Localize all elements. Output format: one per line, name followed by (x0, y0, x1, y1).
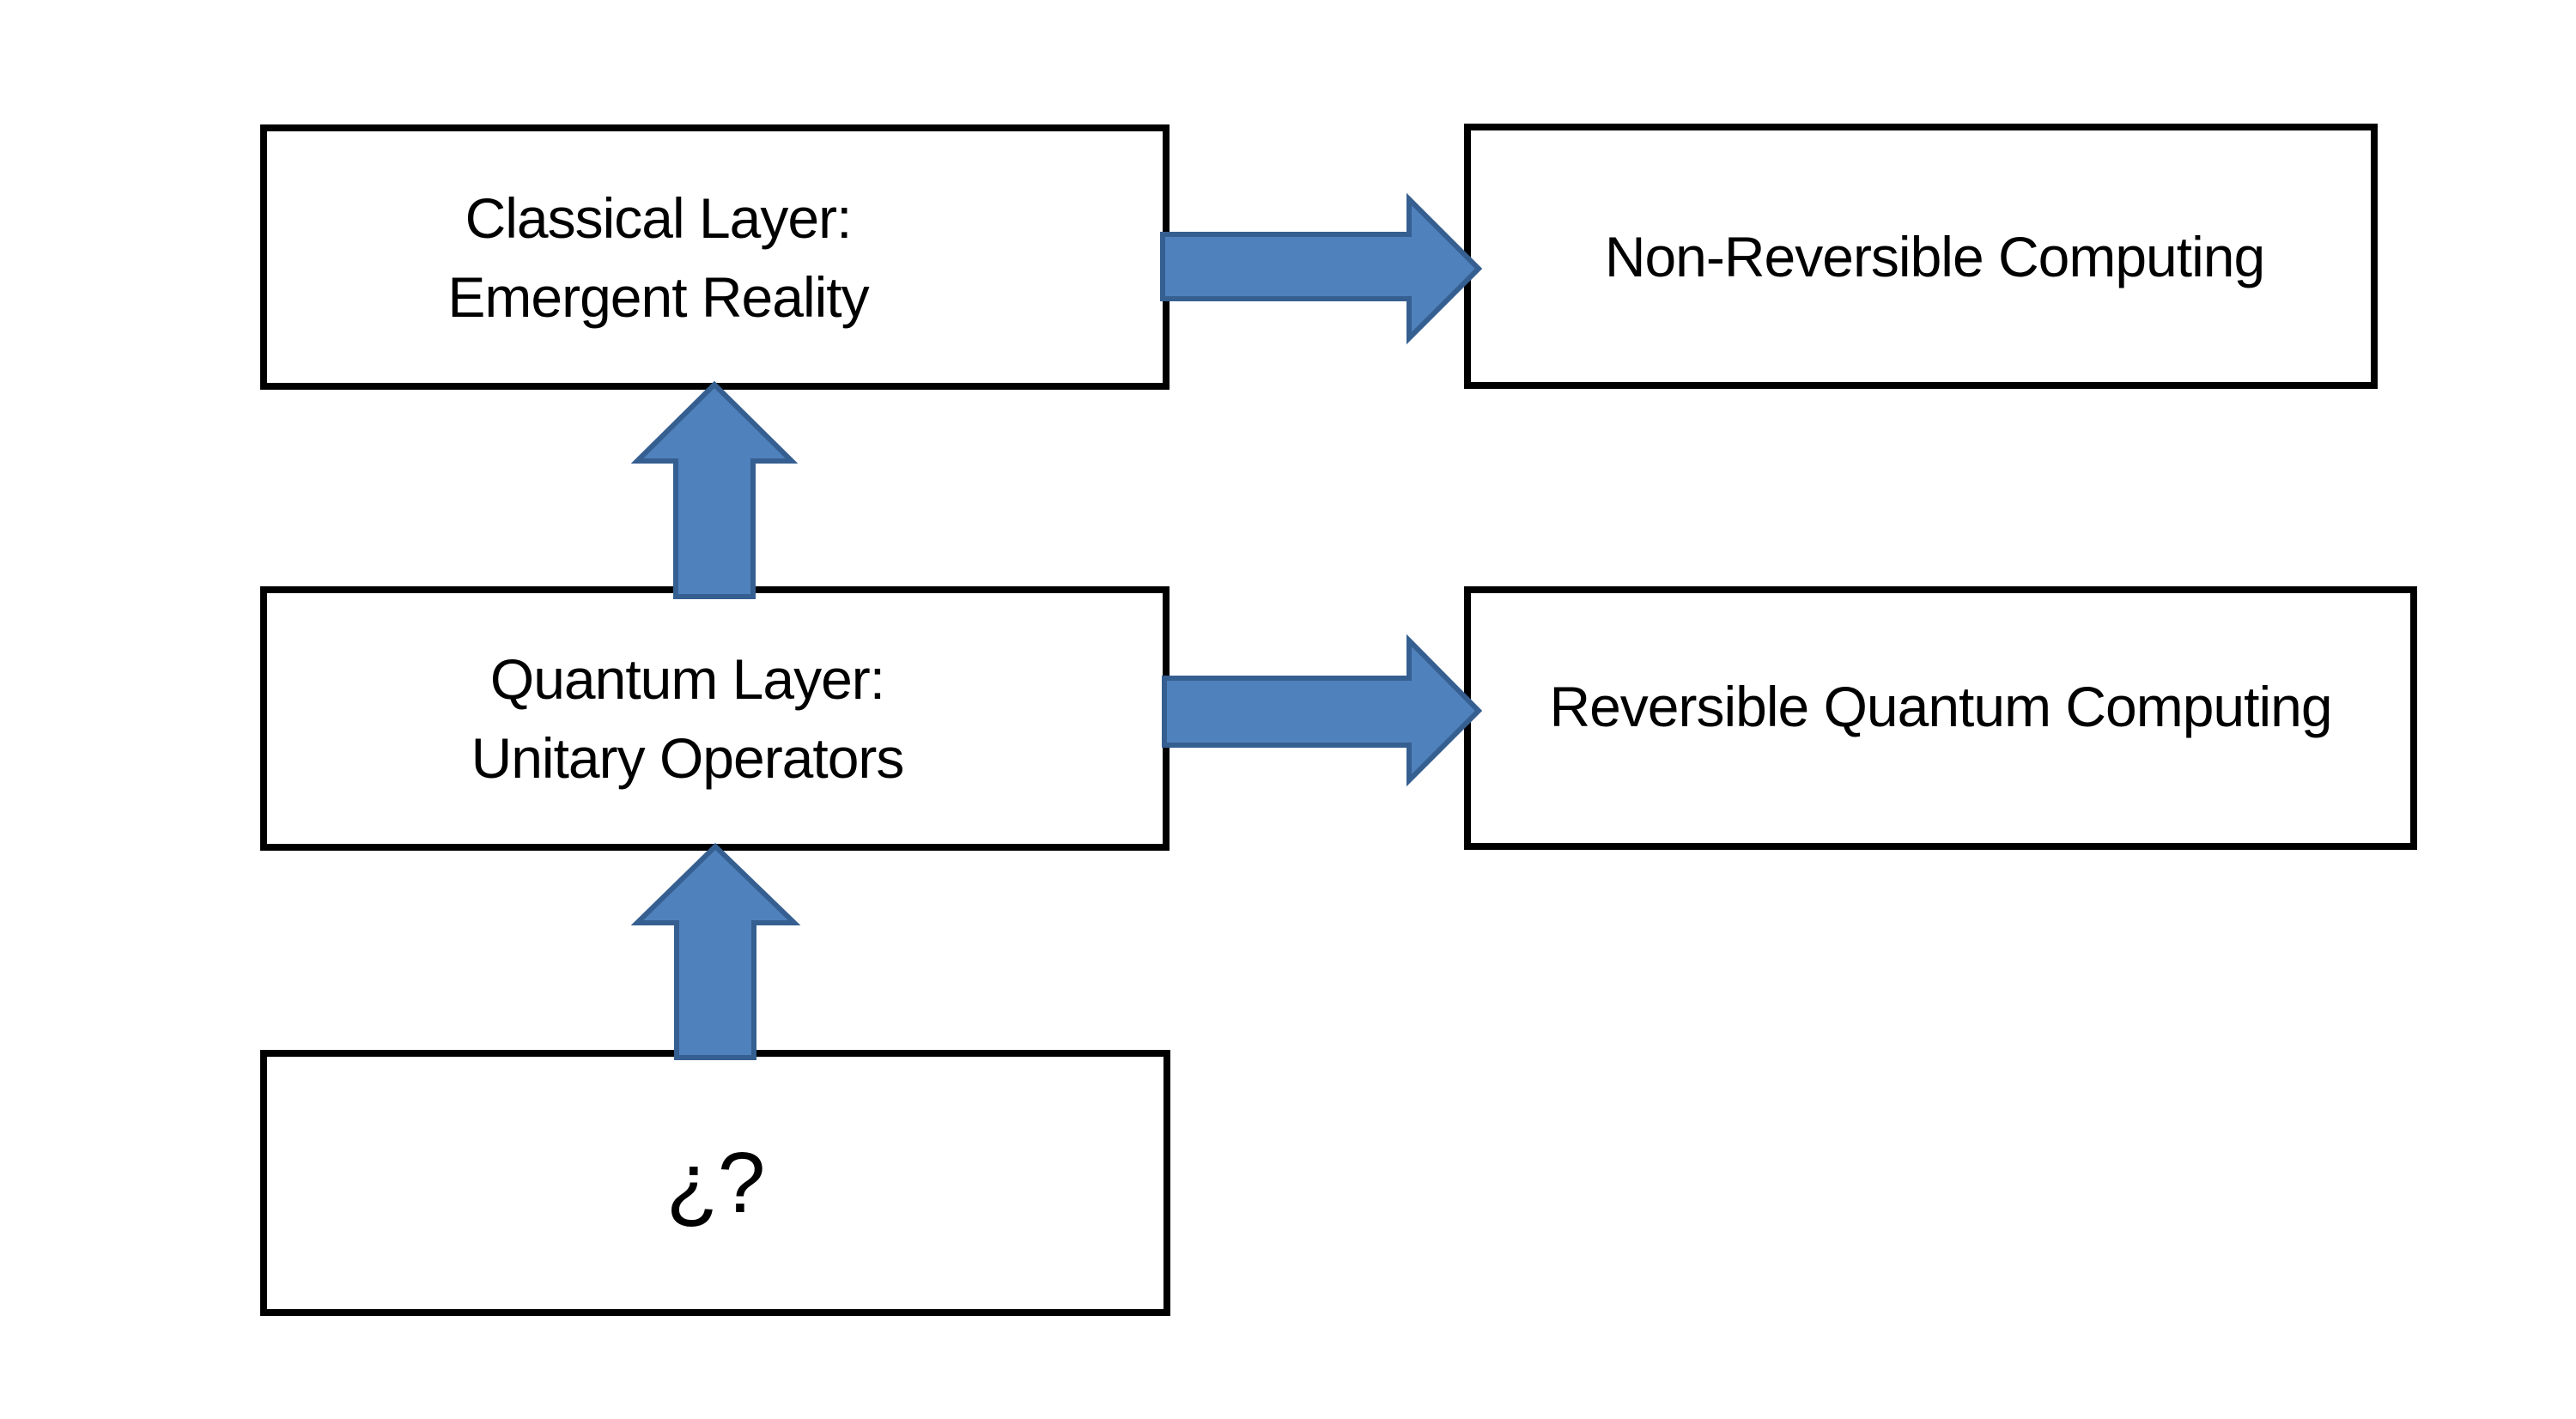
node-unknown-question-label: ¿? (665, 1135, 766, 1231)
node-non-reversible-computing: Non-Reversible Computing (1464, 124, 2378, 389)
node-quantum-layer: Quantum Layer: Unitary Operators (260, 586, 1170, 851)
node-reversible-quantum-computing-line1: Reversible Quantum Computing (1549, 674, 2332, 738)
node-non-reversible-computing-line1: Non-Reversible Computing (1604, 224, 2265, 288)
node-classical-layer: Classical Layer: Emergent Reality (260, 124, 1170, 390)
arrow-up-quantum-to-classical-icon (630, 380, 799, 599)
node-classical-layer-line2: Emergent Reality (447, 264, 869, 329)
node-quantum-layer-line1: Quantum Layer: (489, 647, 885, 711)
node-reversible-quantum-computing-label: Reversible Quantum Computing (1549, 667, 2332, 746)
node-unknown-question: ¿? (260, 1050, 1170, 1316)
node-quantum-layer-line2: Unitary Operators (471, 726, 905, 790)
node-unknown-question-line1: ¿? (665, 1135, 766, 1231)
node-classical-layer-label: Classical Layer: Emergent Reality (447, 179, 869, 337)
arrow-right-classical-to-nonreversible-icon (1160, 192, 1483, 345)
arrow-up-unknown-to-quantum-icon (630, 842, 801, 1060)
node-non-reversible-computing-label: Non-Reversible Computing (1604, 217, 2265, 296)
node-quantum-layer-label: Quantum Layer: Unitary Operators (471, 640, 905, 797)
node-reversible-quantum-computing: Reversible Quantum Computing (1464, 586, 2417, 850)
node-classical-layer-line1: Classical Layer: (465, 185, 853, 250)
arrow-right-quantum-to-reversible-icon (1162, 634, 1483, 787)
